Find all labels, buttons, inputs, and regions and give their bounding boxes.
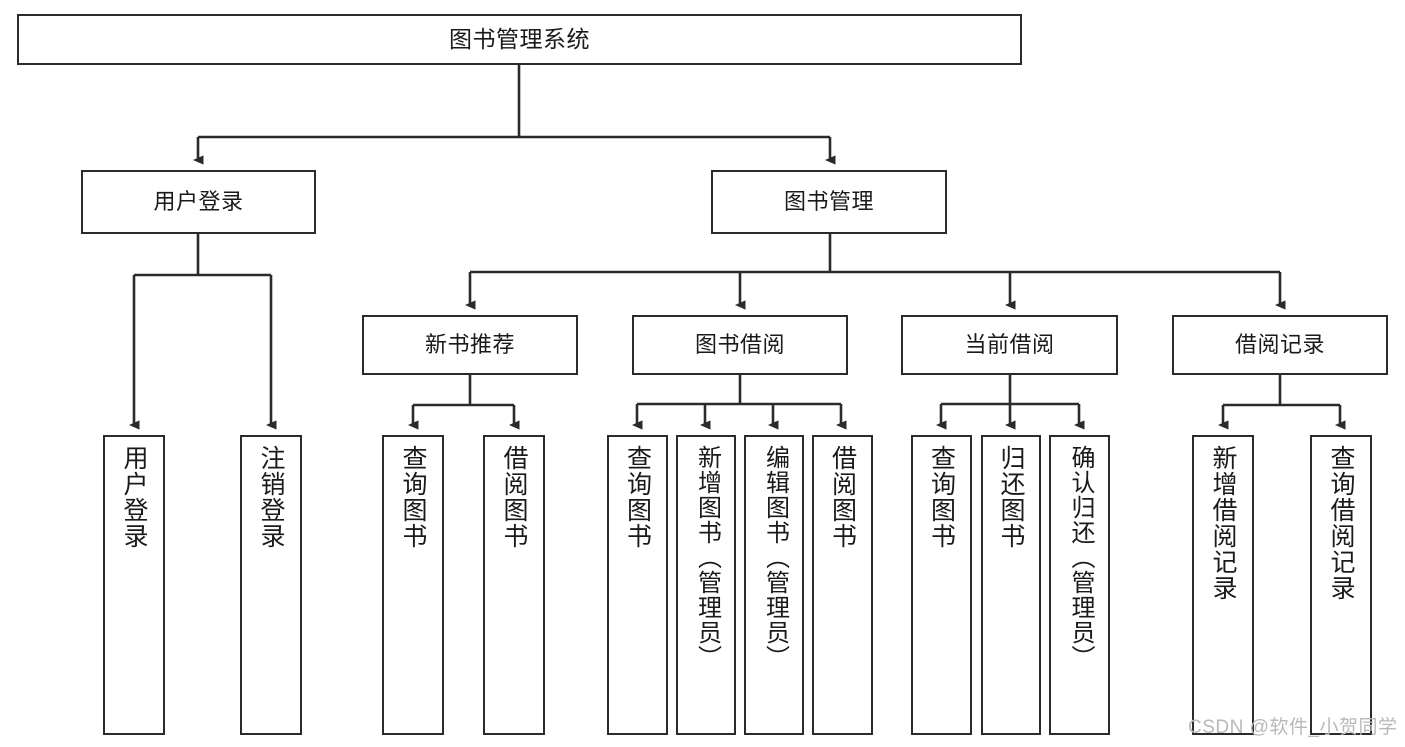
leaf-query-books-borrow[interactable]: 查询图书: [607, 435, 668, 735]
leaf-borrow-books-recommend[interactable]: 借阅图书: [483, 435, 545, 735]
node-current-borrow[interactable]: 当前借阅: [901, 315, 1118, 375]
csdn-watermark: CSDN @软件_小贺同学: [1188, 717, 1398, 738]
node-label: 图书管理系统: [449, 26, 590, 53]
node-label: 用户登录: [153, 189, 244, 215]
node-new-book-recommend[interactable]: 新书推荐: [362, 315, 578, 375]
node-label: 当前借阅: [964, 332, 1055, 358]
leaf-query-books-recommend[interactable]: 查询图书: [382, 435, 444, 735]
node-user-login[interactable]: 用户登录: [81, 170, 316, 234]
node-label: 查询图书: [623, 445, 652, 549]
leaf-confirm-return-admin[interactable]: 确认归还（管理员）: [1049, 435, 1110, 735]
node-label: 图书管理: [783, 189, 874, 215]
node-borrow-record[interactable]: 借阅记录: [1172, 315, 1388, 375]
leaf-add-borrow-record[interactable]: 新增借阅记录: [1192, 435, 1254, 735]
leaf-edit-book-admin[interactable]: 编辑图书（管理员）: [744, 435, 804, 735]
node-label: 借阅图书: [828, 445, 857, 549]
leaf-logout[interactable]: 注销登录: [240, 435, 302, 735]
node-label: 查询图书: [399, 445, 427, 549]
node-book-borrow[interactable]: 图书借阅: [632, 315, 848, 375]
node-book-management[interactable]: 图书管理: [711, 170, 947, 234]
node-root-system[interactable]: 图书管理系统: [17, 14, 1022, 65]
node-label: 借阅记录: [1234, 332, 1325, 358]
node-label: 新书推荐: [424, 332, 515, 358]
leaf-query-borrow-record[interactable]: 查询借阅记录: [1310, 435, 1372, 735]
leaf-query-books-current[interactable]: 查询图书: [911, 435, 972, 735]
leaf-borrow-books[interactable]: 借阅图书: [812, 435, 873, 735]
node-label: 注销登录: [257, 445, 285, 549]
node-label: 查询借阅记录: [1327, 445, 1355, 601]
leaf-user-login[interactable]: 用户登录: [103, 435, 165, 735]
node-label: 查询图书: [927, 445, 956, 549]
node-label: 借阅图书: [500, 445, 528, 549]
leaf-return-books[interactable]: 归还图书: [981, 435, 1041, 735]
leaf-add-book-admin[interactable]: 新增图书（管理员）: [676, 435, 736, 735]
node-label: 图书借阅: [694, 332, 785, 358]
node-label: 新增借阅记录: [1209, 445, 1237, 601]
node-label: 用户登录: [120, 445, 148, 549]
node-label: 确认归还（管理员）: [1066, 445, 1094, 670]
node-label: 编辑图书（管理员）: [761, 445, 789, 670]
node-label: 归还图书: [997, 445, 1025, 549]
node-label: 新增图书（管理员）: [693, 445, 721, 670]
